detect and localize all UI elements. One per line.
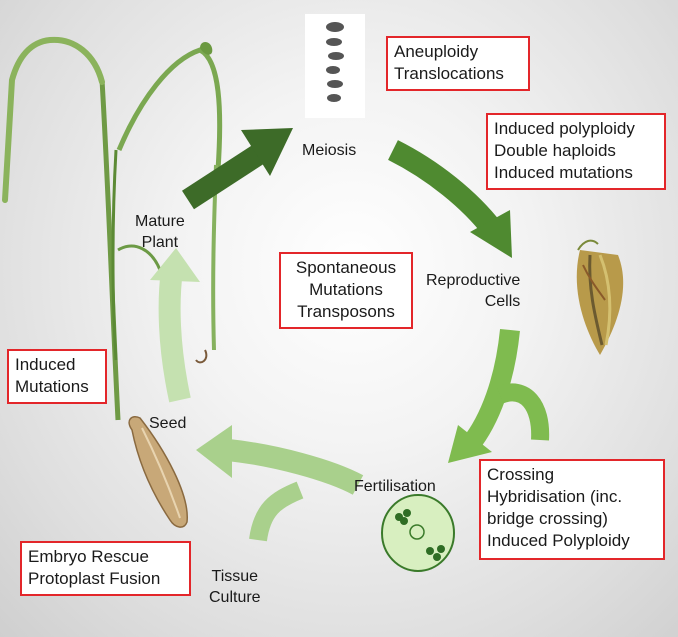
box-induced-polyploidy: Induced polyploidy Double haploids Induc… [486, 113, 666, 190]
pollen-grain-icon [381, 494, 455, 572]
seed-grain-icon [128, 416, 188, 528]
stage-meiosis-label: Meiosis [302, 142, 357, 159]
stage-seed: Seed [149, 413, 186, 434]
stage-mature-plant: Mature Plant [135, 211, 185, 253]
stage-tissue-line-2: Culture [209, 589, 261, 606]
box-embryo-rescue: Embryo Rescue Protoplast Fusion [20, 541, 191, 596]
stage-fertilisation: Fertilisation [354, 476, 436, 497]
box-spontaneous-line-1: Spontaneous [295, 258, 397, 277]
box-induced-mutations: Induced Mutations [7, 349, 107, 404]
stage-mature-line-2: Plant [141, 234, 179, 251]
box-spontaneous-line-2: Mutations [309, 280, 383, 299]
box-spontaneous-mutations: Spontaneous Mutations Transposons [279, 252, 413, 329]
box-induced-line-2: Mutations [15, 377, 89, 396]
wheat-spikelet-icon [576, 239, 624, 355]
box-embryo-line-1: Embryo Rescue [28, 547, 149, 566]
box-polyploidy-line-1: Induced polyploidy [494, 119, 635, 138]
stage-seed-label: Seed [149, 415, 187, 432]
stage-tissue-culture: Tissue Culture [209, 566, 261, 608]
box-aneuploidy-line-1: Aneuploidy [394, 42, 479, 61]
box-crossing-line-1: Crossing [487, 465, 555, 484]
stage-reproductive-line-1: Reproductive [426, 272, 521, 289]
cycle-arrows [150, 128, 550, 542]
stage-meiosis: Meiosis [302, 140, 356, 161]
box-crossing-hybridisation: Crossing Hybridisation (inc. bridge cros… [479, 459, 665, 560]
stage-reproductive-cells: Reproductive Cells [426, 270, 520, 312]
box-aneuploidy-translocations: Aneuploidy Translocations [386, 36, 530, 91]
box-polyploidy-line-2: Double haploids [494, 141, 616, 160]
chromosome-karyotype-icon [305, 14, 365, 118]
box-crossing-line-4: Induced Polyploidy [487, 531, 630, 550]
box-crossing-line-3: bridge crossing) [487, 509, 608, 528]
stage-tissue-line-1: Tissue [211, 568, 259, 585]
box-induced-line-1: Induced [15, 355, 76, 374]
box-embryo-line-2: Protoplast Fusion [28, 569, 161, 588]
box-polyploidy-line-3: Induced mutations [494, 163, 633, 182]
stage-reproductive-line-2: Cells [484, 293, 521, 310]
stage-fertilisation-label: Fertilisation [354, 478, 436, 495]
box-spontaneous-line-3: Transposons [297, 302, 395, 321]
stage-mature-line-1: Mature [135, 213, 185, 230]
box-aneuploidy-line-2: Translocations [394, 64, 504, 83]
box-crossing-line-2: Hybridisation (inc. [487, 487, 623, 506]
